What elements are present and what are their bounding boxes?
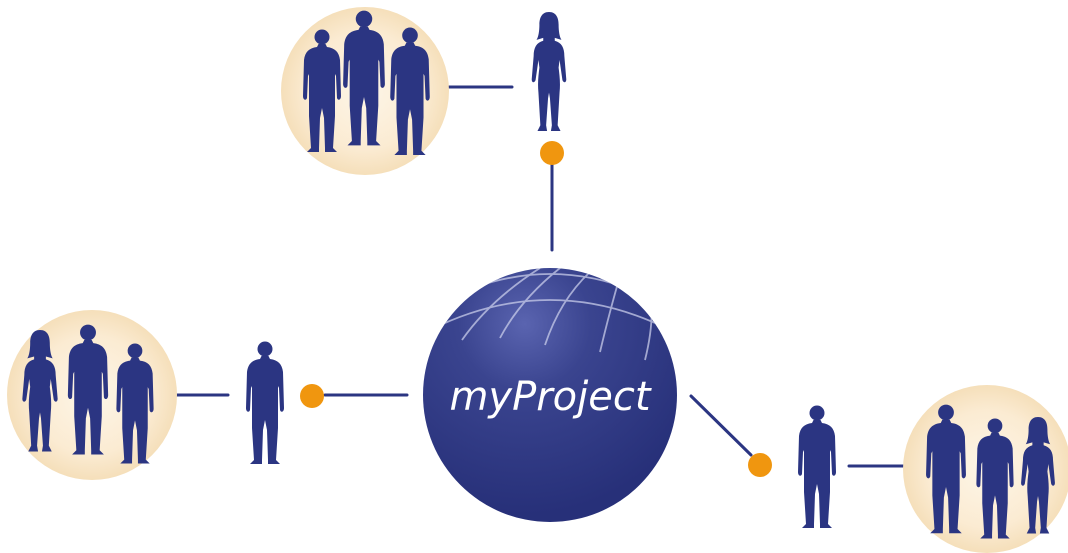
man-silhouette-icon-right [798, 405, 836, 528]
project-name-label: myProject [449, 374, 651, 420]
connector-right-diagonal [689, 394, 753, 457]
connection-dot-right [748, 453, 772, 477]
connection-dot-top [540, 141, 564, 165]
woman-silhouette-icon [531, 12, 567, 132]
connection-dot-left [300, 384, 324, 408]
globe-icon: myProject [423, 268, 677, 522]
man-silhouette-icon-left [246, 341, 284, 464]
